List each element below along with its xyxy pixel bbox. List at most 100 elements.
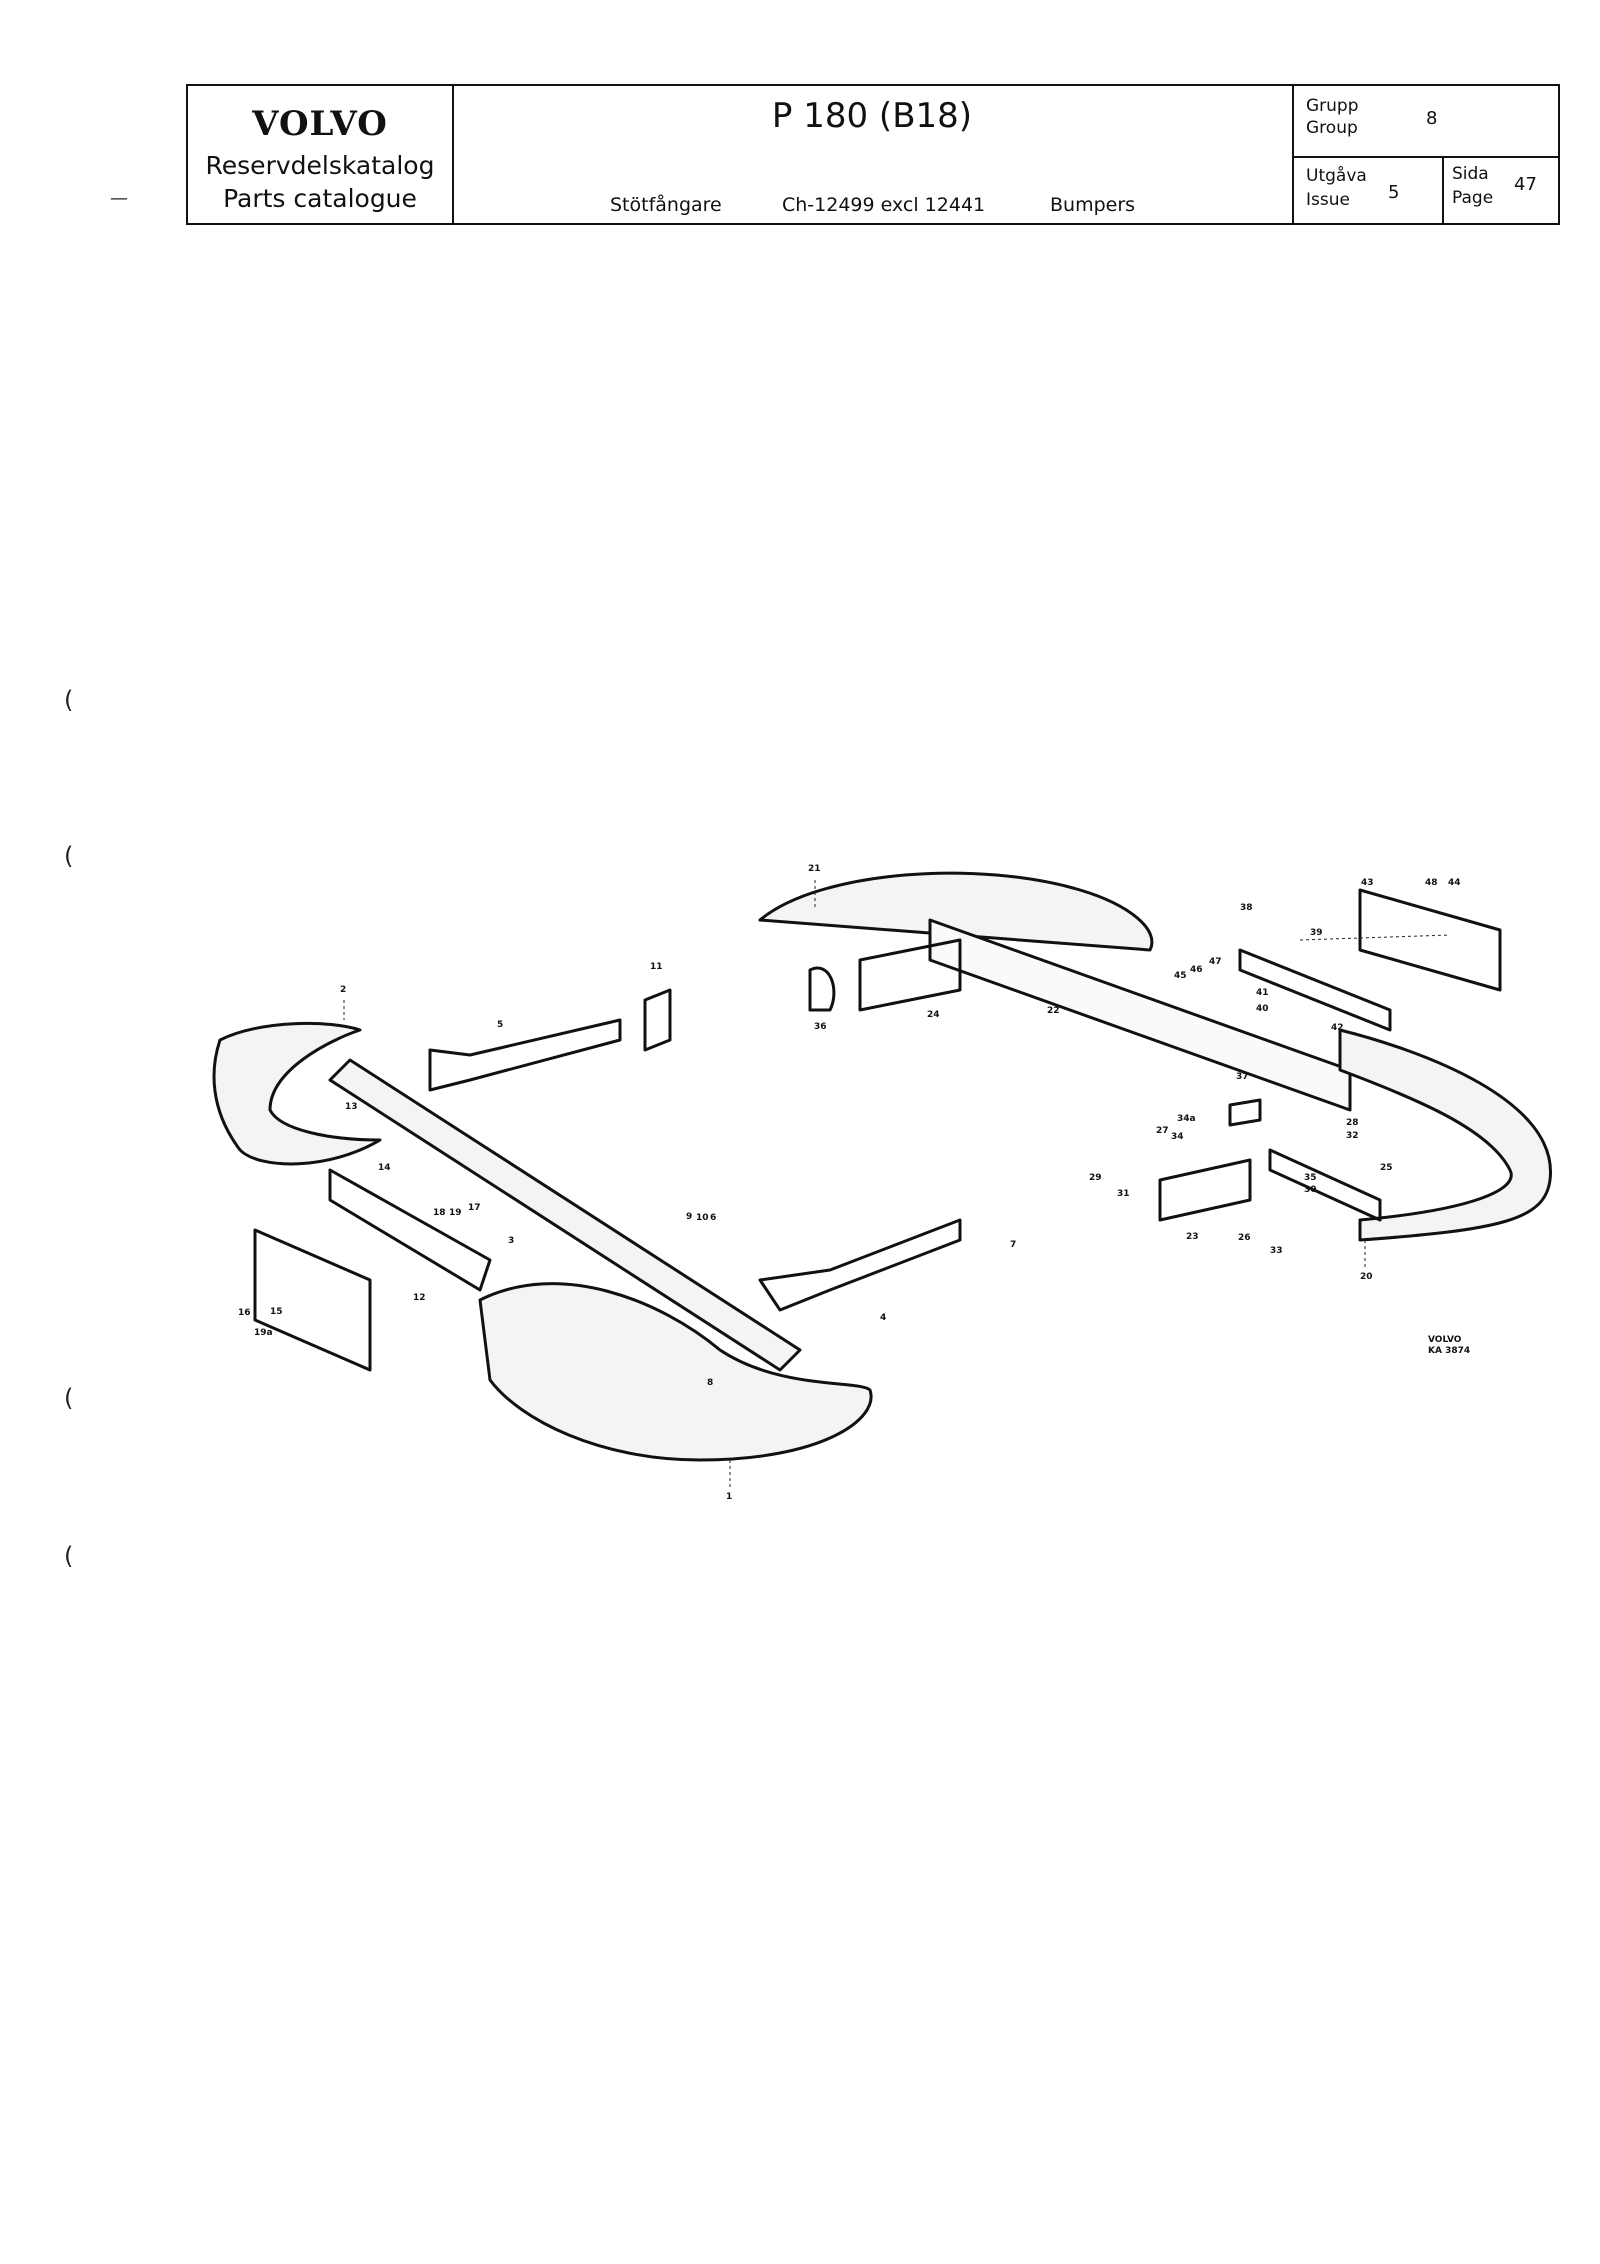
- catalog-title-sv: Reservdelskatalog: [205, 151, 435, 180]
- callout-label: 19: [449, 1208, 462, 1218]
- callout-label: 37: [1236, 1072, 1249, 1082]
- callout-label: 6: [710, 1213, 717, 1223]
- page-cell: Sida Page 47: [1442, 156, 1562, 223]
- model-title: P 180 (B18): [771, 96, 973, 136]
- rear-bracket-left: [858, 938, 962, 1012]
- callout-label: 13: [345, 1102, 358, 1112]
- margin-mark: (: [64, 686, 74, 714]
- issue-label-en: Issue: [1306, 190, 1350, 210]
- callout-label: 2: [340, 985, 347, 995]
- callout-label: 17: [468, 1203, 481, 1213]
- callout-label: 15: [270, 1307, 283, 1317]
- callout-label: 43: [1361, 878, 1374, 888]
- brand-cell: VOLVO Reservdelskatalog Parts catalogue: [188, 86, 454, 223]
- callout-label: 23: [1186, 1232, 1199, 1242]
- catalog-title-en: Parts catalogue: [223, 184, 417, 213]
- group-value: 8: [1426, 108, 1438, 129]
- rear-bumper-corner: [1338, 1028, 1552, 1242]
- callout-label: 21: [808, 864, 821, 874]
- margin-mark: (: [64, 1384, 74, 1412]
- callout-label: 25: [1380, 1163, 1393, 1173]
- title-block: VOLVO Reservdelskatalog Parts catalogue …: [186, 84, 1560, 225]
- callout-label: 34a: [1177, 1114, 1196, 1124]
- callout-label: 16: [238, 1308, 251, 1318]
- issue-label-sv: Utgåva: [1306, 166, 1367, 186]
- reference-line-2: KA 3874: [1428, 1346, 1471, 1356]
- callout-label: 39: [1310, 928, 1323, 938]
- callout-label: 18: [433, 1208, 446, 1218]
- meta-cell: Grupp Group 8 Utgåva Issue 5 Sida Page 4…: [1292, 86, 1560, 223]
- rear-bracket-25: [1268, 1148, 1382, 1222]
- front-bracket-5: [428, 1018, 622, 1092]
- model-cell: P 180 (B18) Stötfångare Ch-12499 excl 12…: [452, 86, 1292, 223]
- callout-label: 5: [497, 1020, 504, 1030]
- front-bumper-main: [478, 1282, 873, 1462]
- margin-mark: (: [64, 842, 74, 870]
- front-license-plate: [253, 1228, 372, 1372]
- callout-label: 9: [686, 1212, 693, 1222]
- page-label-sv: Sida: [1452, 164, 1489, 184]
- callout-label: 46: [1190, 965, 1203, 975]
- front-bracket-4: [758, 1218, 962, 1312]
- overrider-11: [643, 988, 672, 1052]
- callout-label: 4: [880, 1313, 887, 1323]
- callout-label: 27: [1156, 1126, 1169, 1136]
- callout-label: 8: [707, 1378, 714, 1388]
- callout-label: 32: [1346, 1131, 1359, 1141]
- subtitle-chassis: Ch-12499 excl 12441: [782, 194, 986, 216]
- rear-bracket-right: [1158, 1158, 1252, 1222]
- front-bumper-bar: [328, 1058, 802, 1372]
- callout-label: 42: [1331, 1023, 1344, 1033]
- callout-label: 47: [1209, 957, 1222, 967]
- callout-label: 1: [726, 1492, 733, 1502]
- group-row: Grupp Group 8: [1294, 86, 1560, 158]
- rear-license-plate: [1358, 888, 1502, 992]
- reference-line-1: VOLVO: [1428, 1335, 1462, 1345]
- callout-label: 38: [1240, 903, 1253, 913]
- callout-label: 14: [378, 1163, 391, 1173]
- callout-label: 24: [927, 1010, 940, 1020]
- rear-bumper-bar: [758, 871, 1154, 952]
- callout-label: 3: [508, 1236, 515, 1246]
- drawing-reference: VOLVO KA 3874: [1428, 1335, 1470, 1357]
- group-label-sv: Grupp: [1306, 96, 1359, 116]
- callout-label: 36: [814, 1022, 827, 1032]
- callout-label: 11: [650, 962, 663, 972]
- callout-label: 28: [1346, 1118, 1359, 1128]
- callout-label: 26: [1238, 1233, 1251, 1243]
- leader-lines: [343, 880, 1451, 1490]
- callout-label: 41: [1256, 988, 1269, 998]
- rear-bracket-long: [1238, 948, 1392, 1032]
- callout-label: 29: [1089, 1173, 1102, 1183]
- callout-label: 19a: [254, 1328, 273, 1338]
- subtitle-en: Bumpers: [1050, 194, 1136, 216]
- callout-label: 45: [1174, 971, 1187, 981]
- subtitle-sv: Stötfångare: [610, 194, 722, 216]
- callout-label: 22: [1047, 1006, 1060, 1016]
- margin-mark: —: [110, 188, 128, 209]
- page-value: 47: [1514, 174, 1537, 195]
- brand-logo: VOLVO: [252, 104, 388, 144]
- callout-label: 20: [1360, 1272, 1373, 1282]
- callout-label: 7: [1010, 1240, 1017, 1250]
- front-bracket-12: [328, 1168, 492, 1292]
- overrider-37: [1228, 1098, 1262, 1127]
- callout-label: 34: [1171, 1132, 1184, 1142]
- callout-label: 33: [1270, 1246, 1283, 1256]
- callout-label: 31: [1117, 1189, 1130, 1199]
- callout-label: 30: [1304, 1185, 1317, 1195]
- margin-mark: (: [64, 1542, 74, 1570]
- callout-label: 35: [1304, 1173, 1317, 1183]
- page-label-en: Page: [1452, 188, 1494, 208]
- front-bumper-corner: [212, 1021, 382, 1166]
- overrider-36: [808, 966, 836, 1012]
- callout-label: 48: [1425, 878, 1438, 888]
- callout-label: 12: [413, 1293, 426, 1303]
- callout-label: 10: [696, 1213, 709, 1223]
- callout-label: 44: [1448, 878, 1461, 888]
- group-label-en: Group: [1306, 118, 1358, 138]
- callout-label: 40: [1256, 1004, 1269, 1014]
- issue-value: 5: [1388, 182, 1400, 203]
